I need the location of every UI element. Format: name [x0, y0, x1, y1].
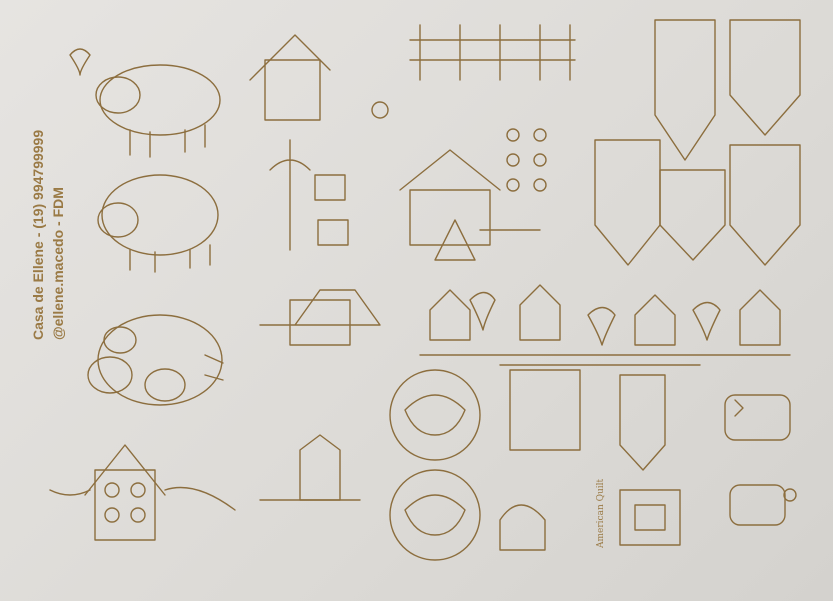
sheep-circles — [389, 369, 481, 561]
clothesline-drawing — [499, 364, 701, 551]
sheep-drawing-3 — [87, 314, 224, 406]
birdhouse-drawings — [249, 34, 381, 501]
fence-scene-drawing — [371, 24, 576, 261]
small-house-icons — [724, 394, 797, 526]
house-heart-border — [419, 284, 791, 356]
sheep-drawing-1 — [69, 48, 221, 158]
sheep-drawing-2 — [97, 174, 219, 273]
house-pennants — [594, 19, 801, 266]
birdhouse-vine-drawing — [49, 444, 236, 541]
